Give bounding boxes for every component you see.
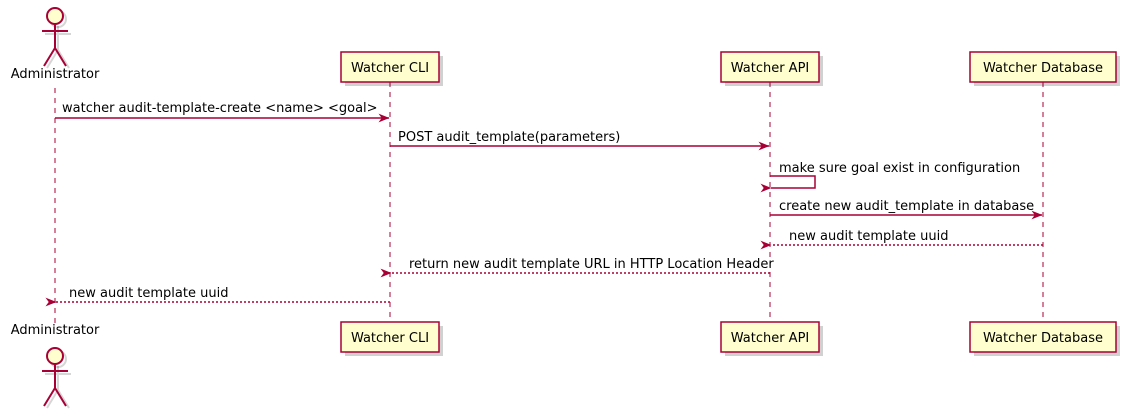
- message-5-watcher-database-to-watcher-api-label: new audit template uuid: [789, 229, 948, 244]
- messages-group: [45, 113, 1043, 307]
- participant-label-watcher-api-top: Watcher API: [731, 61, 810, 76]
- actor-body-icon-bottom: [42, 364, 68, 407]
- lifelines-group: [54, 82, 1044, 328]
- actor-shadow-bottom: [45, 366, 71, 409]
- actor-label-administrator-top: Administrator: [11, 67, 100, 82]
- message-3-watcher-api-to-watcher-api-label: make sure goal exist in configuration: [779, 161, 1020, 176]
- message-7-watcher-cli-to-administrator-label: new audit template uuid: [69, 286, 228, 301]
- participant-box-watcher-cli-bottom[interactable]: [340, 321, 440, 353]
- labels-group: watcher audit-template-create <name> <go…: [62, 101, 1034, 301]
- participant-box-watcher-database-bottom[interactable]: [969, 321, 1117, 353]
- participant-label-watcher-cli-top: Watcher CLI: [351, 61, 429, 76]
- message-2-watcher-cli-to-watcher-api-label: POST audit_template(parameters): [398, 130, 620, 145]
- participant-box-watcher-api-top[interactable]: [720, 51, 820, 83]
- actor-body-icon-top: [42, 24, 68, 67]
- actor-figure-bottom[interactable]: [42, 347, 71, 409]
- participant-boxes-group: Watcher CLI Watcher CLI Watcher API Watcher…: [340, 51, 1120, 356]
- participant-label-watcher-cli-bottom: Watcher CLI: [351, 331, 429, 346]
- actor-head-icon-bottom: [46, 347, 64, 365]
- participant-label-watcher-database-bottom: Watcher Database: [983, 331, 1103, 346]
- participant-box-watcher-api-bottom[interactable]: [720, 321, 820, 353]
- message-3-watcher-api-to-watcher-api-line: [760, 175, 816, 193]
- participant-box-watcher-database-top[interactable]: [969, 51, 1117, 83]
- participant-label-watcher-database-top: Watcher Database: [983, 61, 1103, 76]
- message-6-watcher-api-to-watcher-cli-label: return new audit template URL in HTTP Lo…: [409, 257, 774, 272]
- actor-label-administrator-bottom: Administrator: [11, 323, 100, 338]
- actor-head-icon-top: [46, 7, 64, 25]
- actor-figure-top[interactable]: [42, 7, 71, 69]
- message-1-administrator-to-watcher-cli-label: watcher audit-template-create <name> <go…: [62, 101, 378, 116]
- participant-box-watcher-cli-top[interactable]: [340, 51, 440, 83]
- actor-shadow-top: [45, 26, 71, 69]
- participant-label-watcher-api-bottom: Watcher API: [731, 331, 810, 346]
- message-4-watcher-api-to-watcher-database-label: create new audit_template in database: [779, 199, 1034, 214]
